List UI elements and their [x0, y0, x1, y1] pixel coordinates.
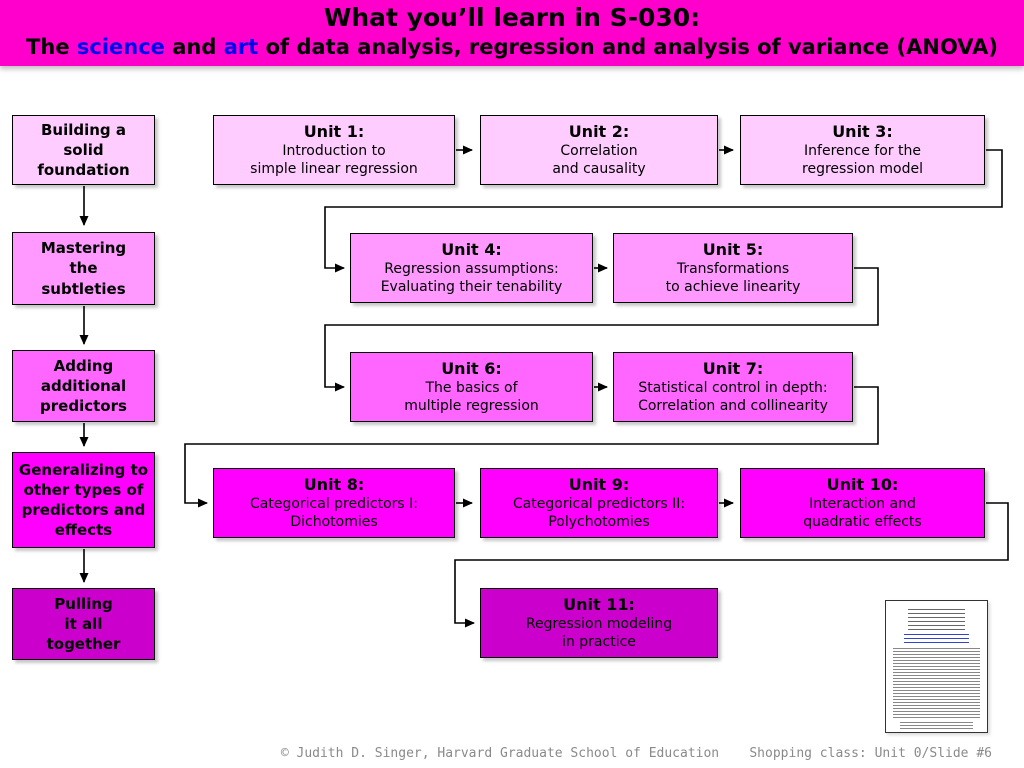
unit-2-desc: Correlation and causality [552, 142, 646, 177]
unit-6-title: Unit 6: [441, 358, 502, 378]
unit-7-box: Unit 7: Statistical control in depth: Co… [613, 352, 853, 422]
unit-1-title: Unit 1: [303, 121, 365, 141]
unit-1-desc: Introduction to simple linear regression [250, 142, 418, 177]
unit-3-title: Unit 3: [832, 121, 893, 141]
thumbnail-footer-lines [900, 722, 973, 730]
unit-10-desc: Interaction and quadratic effects [803, 495, 922, 530]
subtitle-word-science: science [76, 35, 165, 59]
unit-2-title: Unit 2: [568, 121, 630, 141]
subtitle-prefix: The [26, 35, 77, 59]
thumbnail-link-lines [904, 634, 969, 645]
unit-4-title: Unit 4: [441, 239, 502, 259]
unit-7-title: Unit 7: [702, 358, 764, 378]
unit-5-box: Unit 5: Transformations to achieve linea… [613, 233, 853, 303]
unit-4-box: Unit 4: Regression assumptions: Evaluati… [350, 233, 593, 303]
unit-11-title: Unit 11: [563, 594, 635, 614]
unit-9-desc: Categorical predictors II: Polychotomies [512, 495, 686, 530]
unit-6-desc: The basics of multiple regression [404, 379, 539, 414]
unit-10-box: Unit 10: Interaction and quadratic effec… [740, 468, 985, 538]
unit-3-box: Unit 3: Inference for the regression mod… [740, 115, 985, 185]
step-pulling-together: Pulling it all together [12, 588, 155, 660]
step-generalizing: Generalizing to other types of predictor… [12, 452, 155, 548]
unit-2-box: Unit 2: Correlation and causality [480, 115, 718, 185]
footer-copyright: © Judith D. Singer, Harvard Graduate Sch… [280, 746, 720, 761]
unit-8-desc: Categorical predictors I: Dichotomies [250, 495, 418, 530]
thumbnail-header-lines [908, 609, 965, 631]
thumbnail-body-lines [893, 648, 980, 720]
unit-9-box: Unit 9: Categorical predictors II: Polyc… [480, 468, 718, 538]
unit-5-title: Unit 5: [702, 239, 764, 259]
unit-10-title: Unit 10: [826, 474, 899, 494]
subtitle-mid: and [164, 35, 224, 59]
unit-6-box: Unit 6: The basics of multiple regressio… [350, 352, 593, 422]
unit-11-desc: Regression modeling in practice [525, 615, 673, 650]
subtitle-suffix: of data analysis, regression and analysi… [258, 35, 998, 59]
unit-11-box: Unit 11: Regression modeling in practice [480, 588, 718, 658]
slide-subtitle: The science and art of data analysis, re… [0, 33, 1024, 61]
unit-5-desc: Transformations to achieve linearity [665, 260, 801, 295]
step-building-foundation: Building a solid foundation [12, 115, 155, 185]
unit-1-box: Unit 1: Introduction to simple linear re… [213, 115, 455, 185]
unit-8-box: Unit 8: Categorical predictors I: Dichot… [213, 468, 455, 538]
unit-3-desc: Inference for the regression model [802, 142, 923, 177]
syllabus-thumbnail [885, 600, 988, 733]
footer-slide-label: Shopping class: Unit 0/Slide #6 [749, 746, 992, 761]
subtitle-word-art: art [223, 35, 259, 59]
unit-8-title: Unit 8: [303, 474, 365, 494]
step-mastering-subtleties: Mastering the subtleties [12, 232, 155, 305]
unit-9-title: Unit 9: [568, 474, 630, 494]
slide-title-bar: What you’ll learn in S-030: The science … [0, 0, 1024, 66]
unit-4-desc: Regression assumptions: Evaluating their… [380, 260, 563, 295]
slide-title: What you’ll learn in S-030: [323, 3, 701, 32]
step-adding-predictors: Adding additional predictors [12, 350, 155, 422]
unit-7-desc: Statistical control in depth: Correlatio… [638, 379, 828, 414]
